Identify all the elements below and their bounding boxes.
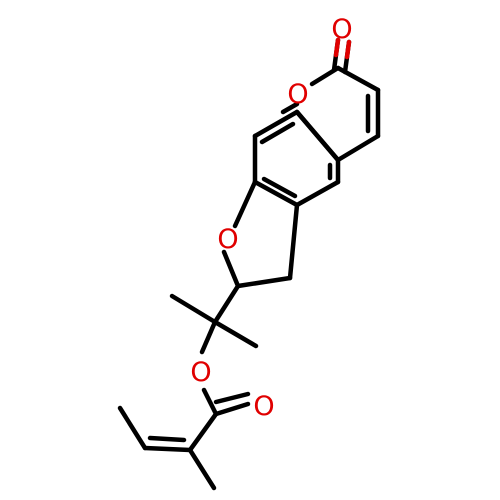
atom-label-o-lactone: O [287, 79, 308, 110]
bond-c6-ch2 [287, 202, 300, 281]
atom-label-o-furan: O [217, 224, 238, 255]
bond-c-carbonyl-o-second [213, 391, 251, 405]
bond-c-carbonyl-c-alpha [187, 411, 219, 453]
atom-label-o-carbonyl: O [331, 14, 352, 45]
bond-c7-c6 [252, 179, 300, 208]
bond-c2-o-carbonyl-b-red [344, 39, 352, 60]
bond-c7-o-furan [232, 179, 258, 229]
bond-c2-o-carbonyl-a-red [333, 37, 341, 58]
bond-c2-o1 [309, 65, 341, 87]
bond-c-alpha-c-beta [142, 445, 193, 453]
bond-c2prime-cq [212, 283, 241, 325]
bond-ch2-c2prime [235, 275, 293, 289]
bond-c-carbonyl-o [213, 401, 251, 417]
bond-c-alpha-methyl [187, 447, 217, 491]
bond-c8a-c8 [252, 109, 300, 139]
bond-cq-methyl-right [212, 319, 259, 349]
bond-c-beta-methyl [117, 405, 148, 451]
bond-cq-methyl-left [169, 293, 218, 325]
atom-label-o-ester: O [190, 357, 211, 388]
bond-o-ester-c-carbonyl [201, 387, 219, 417]
bond-c2-c3 [335, 65, 381, 93]
bond-c8-c8-inner [259, 121, 296, 145]
bond-c6-c5 [294, 179, 341, 208]
bond-o1-c8a [280, 101, 300, 115]
atom-label-o-ester-carbonyl: O [253, 391, 274, 422]
bond-c-alpha-c-beta-inner [147, 435, 187, 443]
bond-c4-c4a [335, 133, 381, 163]
bond-c4a-c8a-side [294, 109, 341, 163]
bond-c7-c6-inner [261, 176, 298, 199]
bond-cq-o-ester [199, 319, 218, 355]
bond-o-furan-c2prime [221, 249, 241, 289]
